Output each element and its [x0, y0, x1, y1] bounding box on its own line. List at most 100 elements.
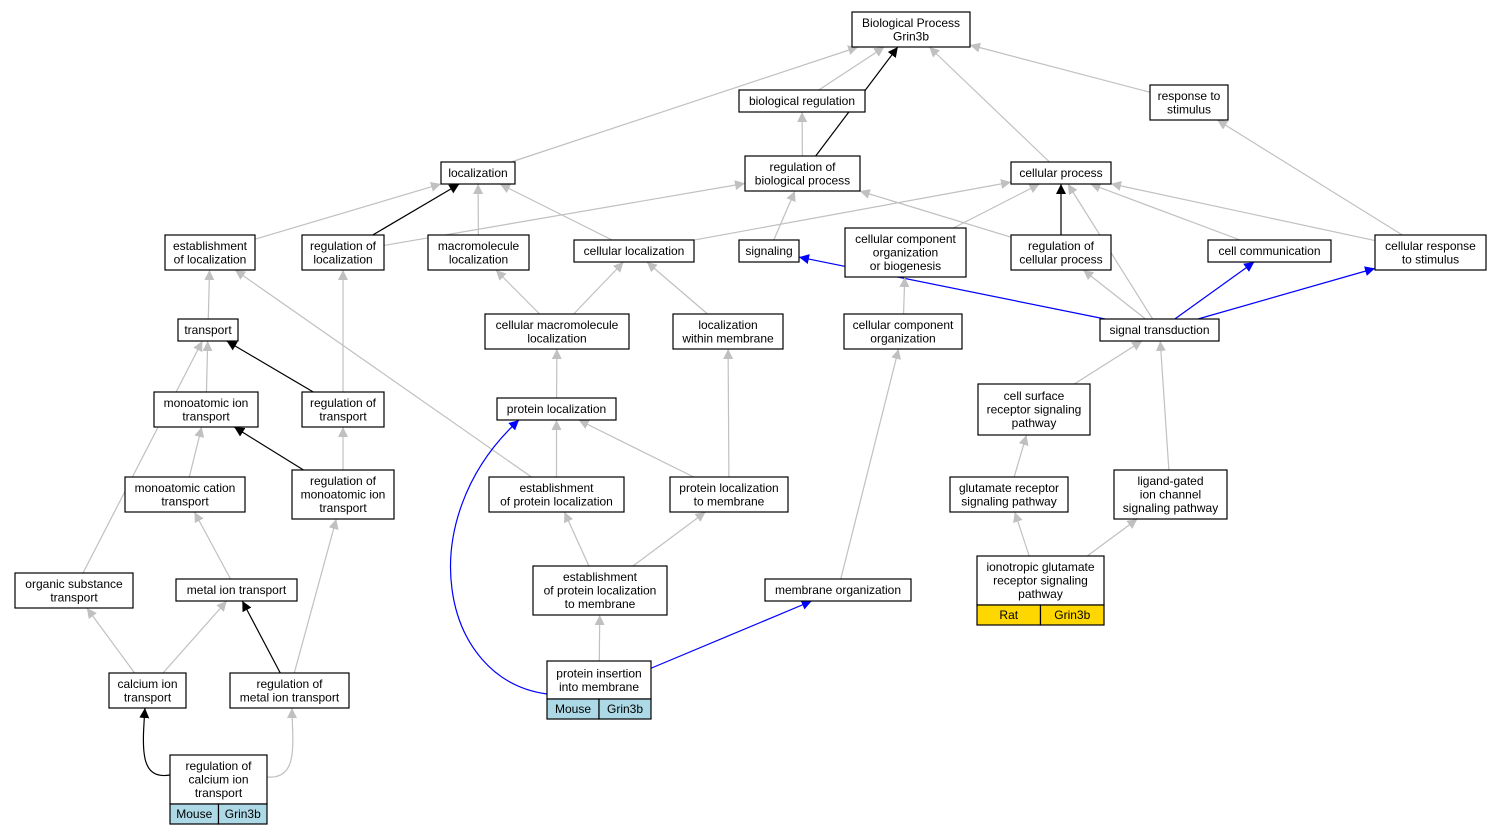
- node-label-line: receptor signaling: [993, 574, 1088, 588]
- annotation-species-label: Rat: [999, 608, 1018, 622]
- node-label-line: transport: [195, 786, 243, 800]
- node-cell-communication[interactable]: cell communication: [1207, 239, 1332, 263]
- node-transport[interactable]: transport: [177, 318, 239, 342]
- edge-calcium_ion_transport-to-organic_substance_transport: [86, 607, 136, 674]
- annotation-species-label: Mouse: [555, 702, 591, 716]
- node-label-line: transport: [161, 494, 209, 508]
- annotation-gene-cell: Grin3b: [598, 698, 652, 720]
- node-membrane-organization[interactable]: membrane organization: [764, 578, 912, 602]
- node-label-line: of protein localization: [544, 584, 657, 598]
- node-box: [14, 572, 134, 609]
- node-localization[interactable]: localization: [440, 161, 516, 185]
- edge-membrane_organization-to-cellular_component_organization: [840, 348, 902, 580]
- node-label-line: organization: [873, 246, 938, 260]
- node-biological-regulation[interactable]: biological regulation: [738, 89, 866, 113]
- node-label-line: signal transduction: [1109, 323, 1209, 337]
- edge-protein_localization_to_membrane-to-localization_within_membrane: [723, 348, 734, 478]
- node-label-line: pathway: [1018, 587, 1063, 601]
- node-label-line: to membrane: [565, 597, 636, 611]
- edge-biological_regulation-to-bp: [818, 46, 885, 91]
- edge-signal_transduction-to-signaling: [798, 254, 1106, 320]
- node-label-line: localization: [448, 166, 507, 180]
- node-label-line: cellular process: [1019, 252, 1102, 266]
- node-label-line: signaling: [745, 244, 792, 258]
- node-box: [844, 227, 967, 278]
- edge-regulation_of_monoatomic_ion_transport-to-monoatomic_ion_transport: [233, 426, 304, 471]
- edge-response_to_stimulus-to-bp: [969, 42, 1151, 93]
- node-label-line: of localization: [174, 252, 247, 266]
- node-label-line: calcium ion: [188, 773, 248, 787]
- node-box: [744, 155, 861, 192]
- node-label-line: regulation of: [1028, 239, 1095, 253]
- node-label-line: membrane organization: [775, 583, 901, 597]
- node-box: [1207, 239, 1332, 263]
- node-label-line: response to: [1158, 89, 1221, 103]
- node-label-line: within membrane: [681, 331, 774, 345]
- node-cellular-process[interactable]: cellular process: [1010, 161, 1112, 185]
- node-label-line: cellular component: [853, 318, 954, 332]
- edge-cell_surface_receptor_signaling-to-signal_transduction: [1073, 340, 1143, 385]
- node-label-line: establishment: [519, 481, 594, 495]
- node-box: [1113, 469, 1228, 520]
- node-metal-ion-transport[interactable]: metal ion transport: [175, 578, 298, 602]
- edge-monoatomic_cation_transport-to-monoatomic_ion_transport: [188, 426, 205, 478]
- node-label-line: establishment: [173, 239, 248, 253]
- node-box: [108, 672, 187, 709]
- node-label-line: ligand-gated: [1137, 474, 1203, 488]
- node-label-line: to stimulus: [1402, 252, 1459, 266]
- node-label-line: metal ion transport: [240, 690, 340, 704]
- node-signal-transduction[interactable]: signal transduction: [1099, 318, 1220, 342]
- node-label-line: transport: [184, 323, 232, 337]
- node-label-line: pathway: [1012, 416, 1057, 430]
- node-cellular-localization[interactable]: cellular localization: [573, 239, 695, 263]
- node-label-line: cellular process: [1019, 166, 1102, 180]
- edge-cellular_component_org_or_biogenesis-to-cellular_process: [953, 183, 1040, 229]
- node-label-line: Grin3b: [893, 29, 929, 43]
- node-signaling[interactable]: signaling: [738, 239, 800, 263]
- node-box: [532, 565, 668, 616]
- node-label-line: glutamate receptor: [959, 481, 1059, 495]
- node-protein-localization[interactable]: protein localization: [496, 397, 617, 421]
- node-label-line: signaling pathway: [961, 494, 1056, 508]
- edge-regulation_of_localization-to-localization: [372, 183, 460, 236]
- node-box: [851, 11, 971, 48]
- node-label-line: Biological Process: [862, 16, 960, 30]
- node-label-line: cell communication: [1218, 244, 1320, 258]
- edge-cellular_macromolecule_localization-to-macromolecule_localization: [495, 269, 541, 315]
- edge-monoatomic_ion_transport-to-transport: [202, 340, 213, 393]
- node-box: [440, 161, 516, 185]
- node-box: [484, 313, 630, 350]
- node-label-line: biological process: [755, 173, 850, 187]
- node-box: [291, 469, 395, 520]
- annotation-species-label: Mouse: [176, 807, 212, 821]
